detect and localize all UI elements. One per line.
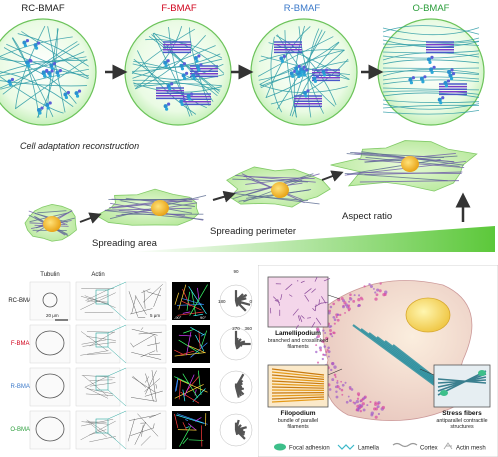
- polar-label-0: 0: [249, 299, 252, 304]
- group-label-r: R-BMAF: [284, 3, 321, 14]
- microscopy-panel: Tubulin Actin RC-BMAF F-BMAF R-BMAF O-BMAF 2…: [0, 268, 255, 457]
- scale-label-5: 5 μm: [150, 313, 160, 318]
- polar-label-90: 90: [233, 269, 239, 274]
- group-label-f: F-BMAF: [161, 3, 197, 14]
- polar-label-360: 360: [244, 326, 252, 331]
- connector-filopodium: [327, 368, 343, 376]
- polar-label-270: 270: [232, 326, 240, 331]
- scale-label-20: 20 μm: [46, 313, 59, 318]
- stage-label-area: Spreading area: [92, 238, 158, 249]
- legend-focal-adhesion: Focal adhesion: [289, 446, 330, 452]
- col-header-tubulin: Tubulin: [40, 272, 59, 278]
- angle-label-pos: 90°: [200, 315, 206, 320]
- lamellipodium-desc-1: branched and crosslinked: [268, 338, 328, 344]
- cell-stage-1: [95, 188, 207, 226]
- legend-cortex: Cortex: [420, 446, 438, 452]
- focal-adhesion-icon: [274, 443, 286, 451]
- actin-mesh-icon: [443, 442, 453, 450]
- stage-arrow-2: [212, 190, 236, 203]
- stress-fibers-desc-1: antiparallel contractile: [436, 418, 487, 424]
- micro-row-1: F-BMAF: [11, 324, 253, 364]
- cell-adaptation-panel: RC-BMAF F-BMAF R-BMAF O-BMAF Cell adapta…: [0, 3, 495, 252]
- lamellipodium-inset: [267, 276, 329, 328]
- cell-stage-3: [330, 140, 478, 192]
- stress-fibers-desc-2: structures: [450, 424, 474, 430]
- micro-row-label: RC-BMAF: [8, 298, 36, 304]
- lamellipodium-title: Lamellipodium: [275, 330, 321, 337]
- micro-row-0: RC-BMAF: [8, 281, 253, 321]
- filopodium-title: Filopodium: [280, 410, 315, 417]
- scaffold-bubble-2: [250, 18, 358, 126]
- micro-row-3: O-BMAF: [10, 410, 253, 450]
- connector-stress: [419, 368, 435, 376]
- stage-arrow-1: [79, 212, 102, 224]
- col-header-actin: Actin: [91, 272, 104, 278]
- filopodium-desc-2: filaments: [287, 424, 309, 430]
- lamella-icon: [337, 444, 355, 450]
- stage-label-perimeter: Spreading perimeter: [210, 226, 296, 237]
- micro-row-label: R-BMAF: [11, 384, 34, 390]
- scaffold-bubble-0: [0, 18, 97, 126]
- cell-stage-2: [226, 166, 331, 208]
- stress-fibers-title: Stress fibers: [442, 410, 482, 417]
- filopodium-desc-1: bundle of parallel: [278, 418, 318, 424]
- micro-row-label: O-BMAF: [10, 427, 34, 433]
- cell-stage-0: [24, 203, 77, 242]
- legend-actin-mesh: Actin mesh: [456, 446, 486, 452]
- lamellipodium-desc-2: filaments: [287, 344, 309, 350]
- cortex-icon: [392, 442, 418, 448]
- angle-label-neg: -90°: [174, 315, 182, 320]
- scaffold-bubble-1: [124, 18, 232, 126]
- reconstruction-title: Cell adaptation reconstruction: [20, 141, 139, 151]
- connector-lamellipodium: [327, 294, 341, 300]
- micro-row-label: F-BMAF: [11, 341, 34, 347]
- legend-lamella: Lamella: [358, 446, 380, 452]
- nucleus: [405, 297, 451, 333]
- scaffold-bubble-3: [377, 18, 485, 126]
- gradient-ramp: [130, 226, 495, 252]
- stage-arrow-3: [321, 170, 344, 182]
- polar-label-180: 180: [218, 299, 226, 304]
- stage-label-aspect: Aspect ratio: [342, 211, 392, 222]
- micro-row-2: R-BMAF: [11, 367, 253, 407]
- group-label-o: O-BMAF: [413, 3, 450, 14]
- actin-structure-schematic: Lamellipodium branched and crosslinked f…: [258, 265, 498, 457]
- group-label-rc: RC-BMAF: [21, 3, 64, 14]
